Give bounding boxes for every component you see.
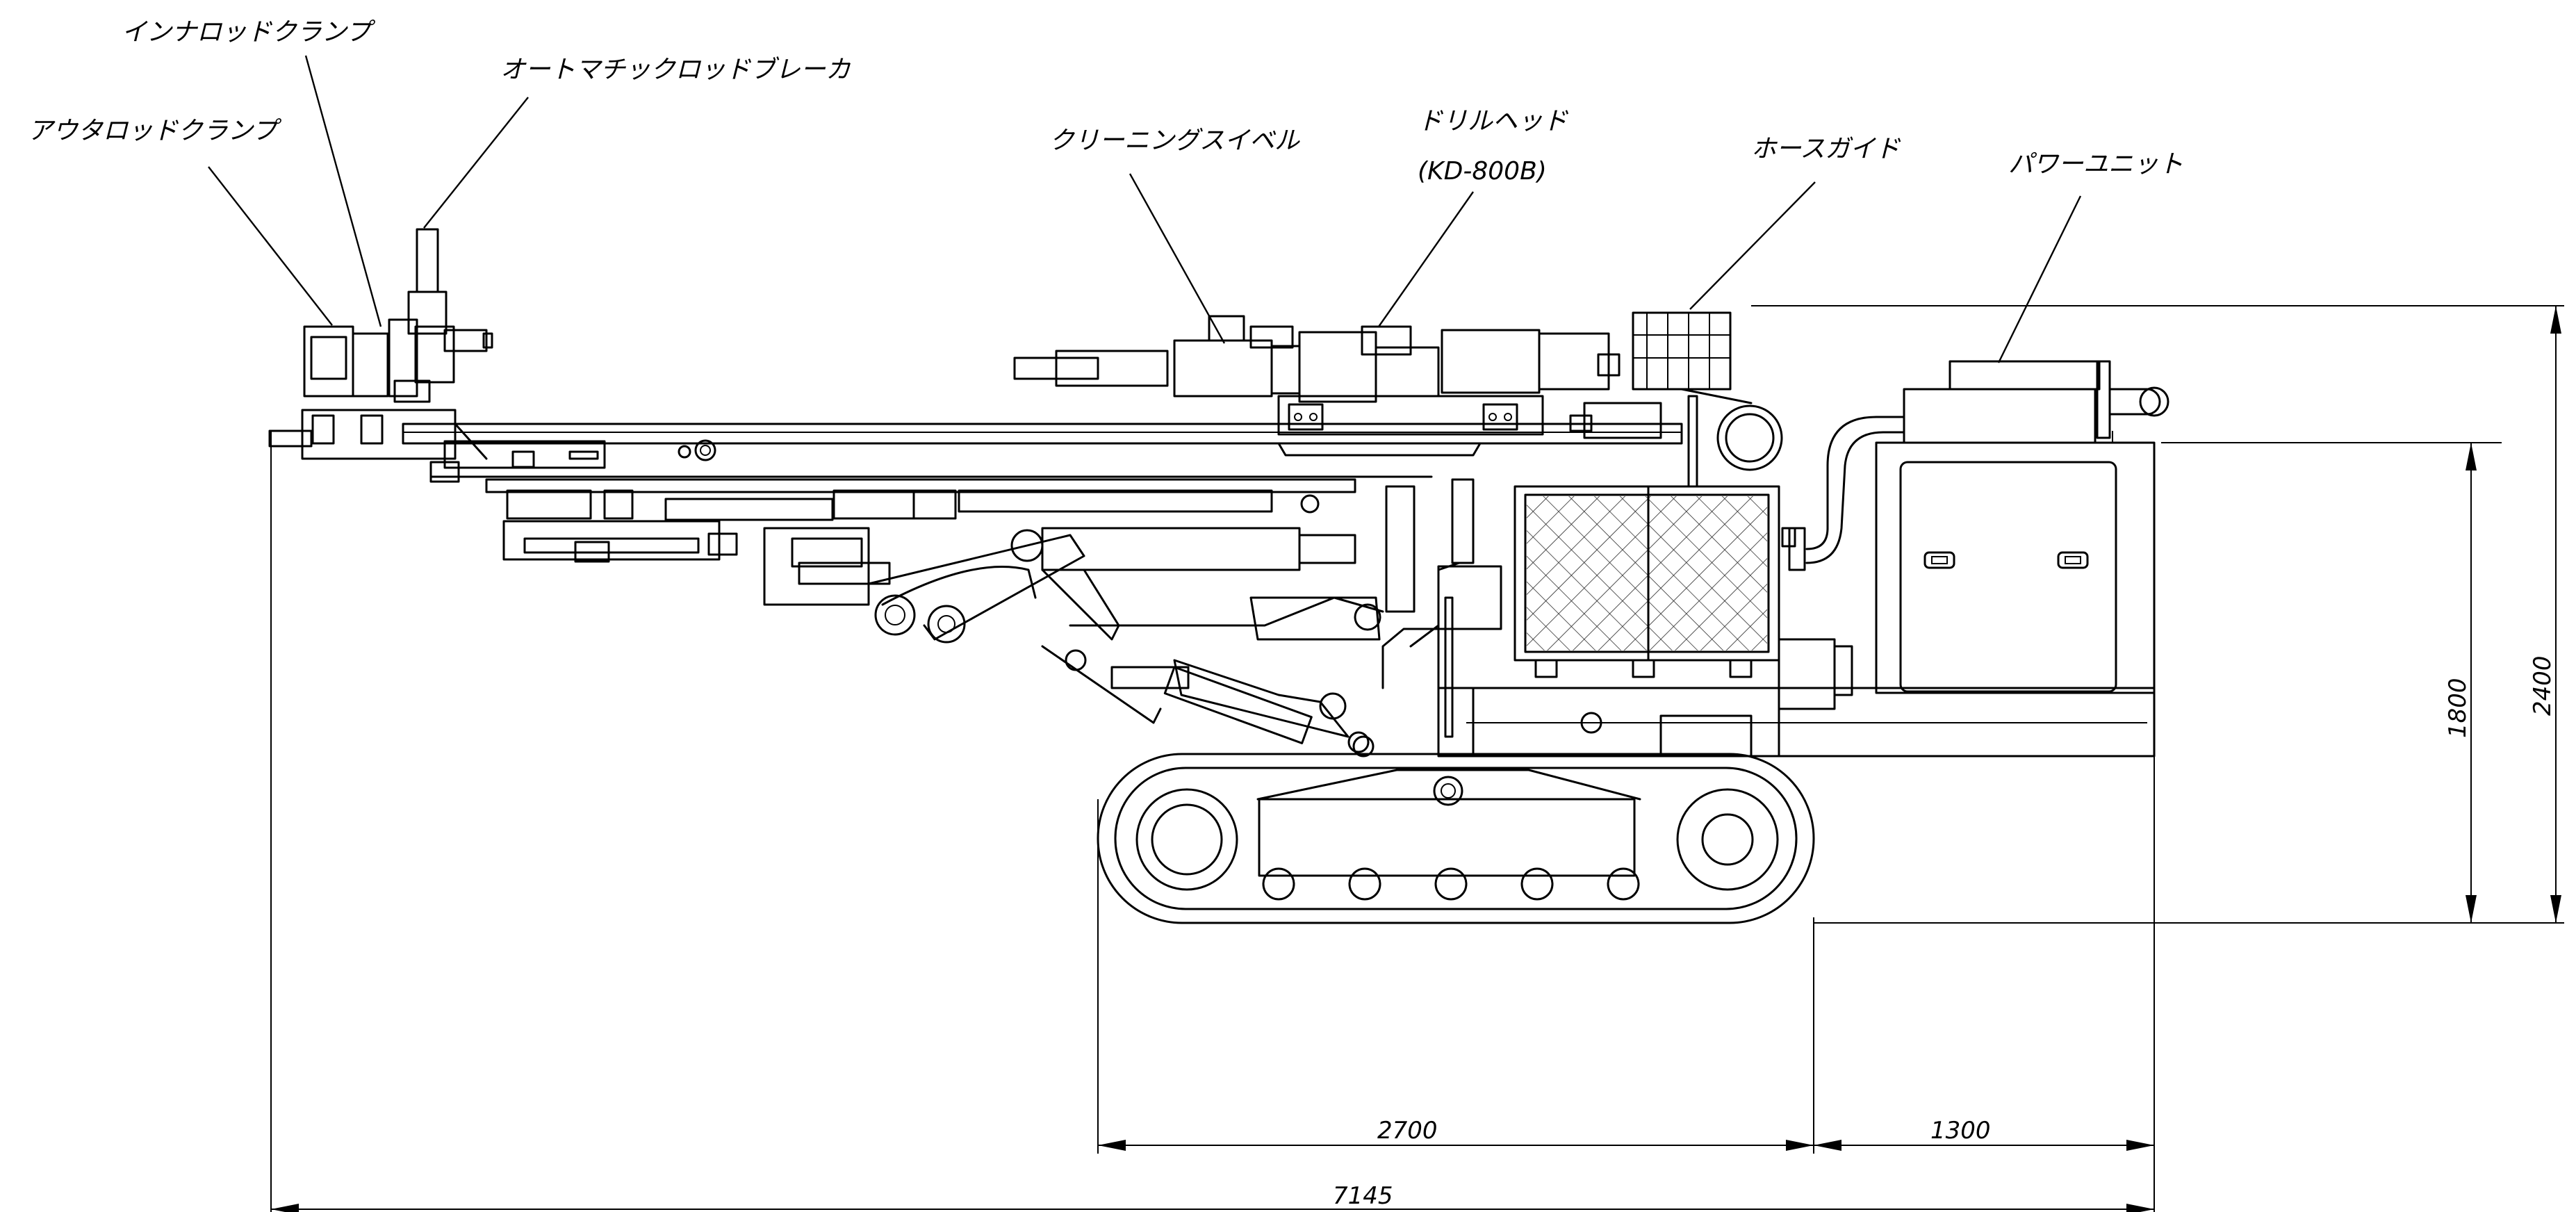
dim-height-machine: 1800 bbox=[2444, 678, 2472, 738]
label-drill-head-model: (KD-800B) bbox=[1418, 157, 1547, 186]
guide-cell bbox=[402, 423, 1683, 613]
label-hose-guide: ホースガイド bbox=[1751, 135, 1901, 163]
leader-lines bbox=[208, 55, 2082, 363]
label-cleaning-swivel: クリーニングスイベル bbox=[1049, 126, 1300, 155]
crawler-track bbox=[1097, 753, 1815, 924]
track-rollers bbox=[1262, 867, 1640, 901]
drill-head bbox=[1013, 315, 1621, 436]
dim-rear-overhang: 1300 bbox=[1930, 1117, 1991, 1145]
label-power-unit: パワーユニット bbox=[2008, 150, 2183, 179]
machine-body bbox=[1352, 562, 2156, 758]
engine-cage bbox=[1513, 485, 1796, 678]
label-drill-head: ドリルヘッド bbox=[1418, 107, 1568, 136]
rod-clamps bbox=[268, 228, 493, 483]
dim-total-length: 7145 bbox=[1333, 1182, 1393, 1210]
hose-guide bbox=[1569, 311, 1783, 488]
label-auto-rod-breaker: オートマチックロッドブレーカ bbox=[500, 56, 851, 84]
boom-arm bbox=[502, 520, 1384, 753]
dimension-lines bbox=[270, 305, 2564, 1212]
label-outer-rod-clamp: アウタロッドクランプ bbox=[28, 117, 282, 145]
dim-height-total: 2400 bbox=[2529, 655, 2557, 716]
dim-track-length: 2700 bbox=[1377, 1117, 1438, 1145]
power-unit bbox=[1788, 360, 2169, 694]
label-inner-rod-clamp: インナロッドクランプ bbox=[122, 18, 376, 47]
